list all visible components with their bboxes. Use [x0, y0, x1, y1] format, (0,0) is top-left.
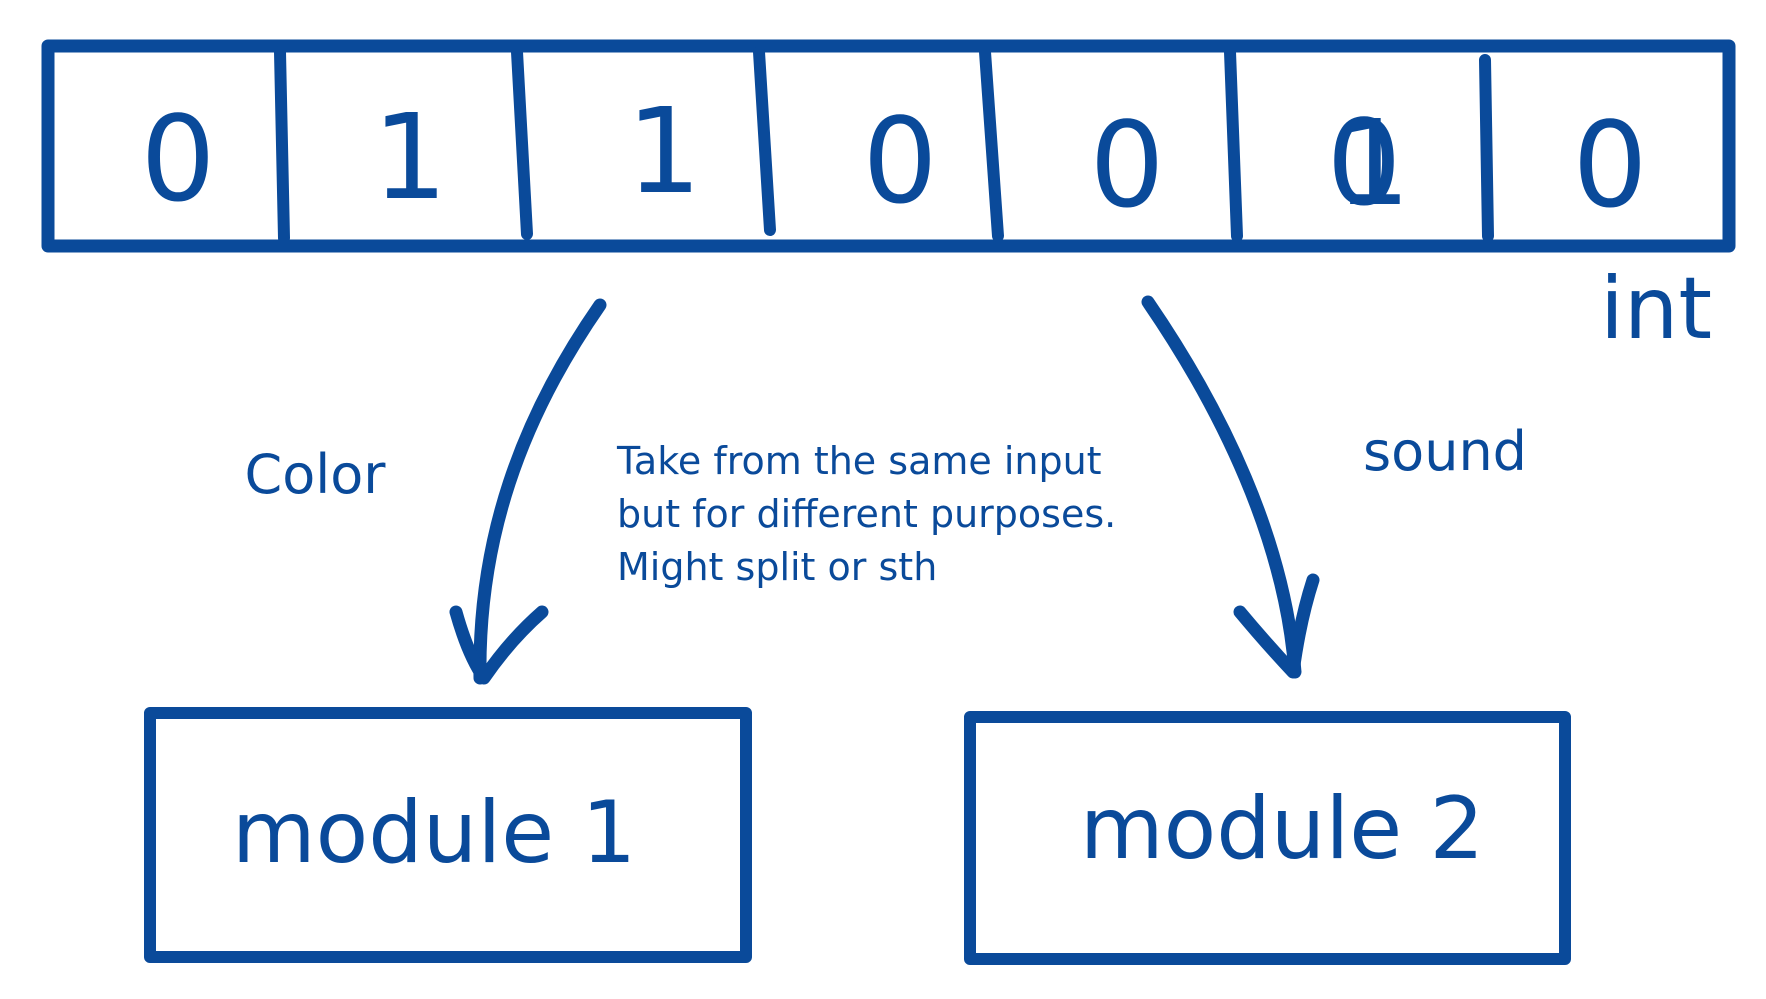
type-label: int: [1600, 259, 1712, 359]
note-line: but for different purposes.: [617, 492, 1116, 536]
module-2-outline: [964, 711, 1571, 965]
arrow-head: [449, 605, 549, 685]
module-2-label: module 2: [1080, 779, 1484, 879]
module-1-label: module 1: [232, 783, 636, 883]
module-2-box: module 2: [964, 711, 1571, 965]
module-1-box: module 1: [144, 707, 752, 963]
arrow-shaft: [473, 298, 607, 685]
bit-value: 1: [626, 82, 701, 220]
bit-value: 0: [1572, 96, 1647, 234]
color-label: Color: [245, 443, 387, 506]
bit-value: 0: [1326, 94, 1401, 232]
bit-divider: [979, 46, 1004, 242]
bit-value: 1: [372, 88, 447, 226]
bit-divider: [274, 46, 290, 244]
bit-divider: [753, 46, 776, 236]
arrow-to-module-1: [449, 298, 607, 685]
register-outline: [41, 39, 1736, 253]
bit-divider: [1224, 46, 1243, 242]
bit-value: 0: [1089, 96, 1164, 234]
bit-value: 0: [140, 90, 215, 228]
arrow-head: [1233, 573, 1320, 679]
bit-value: 1: [1335, 94, 1410, 232]
bit-divider: [1479, 54, 1494, 242]
arrow-to-module-2: [1141, 295, 1320, 679]
bit-register: 0 1 1 0 0 0 1 0: [41, 39, 1736, 253]
note-line: Take from the same input: [616, 439, 1102, 483]
note-text: Take from the same input but for differe…: [616, 439, 1116, 589]
arrow-shaft: [1141, 295, 1302, 679]
note-line: Might split or sth: [617, 545, 937, 589]
bit-divider: [511, 46, 533, 240]
module-1-outline: [144, 707, 752, 963]
bit-value: 0: [862, 92, 937, 230]
sound-label: sound: [1363, 420, 1527, 483]
